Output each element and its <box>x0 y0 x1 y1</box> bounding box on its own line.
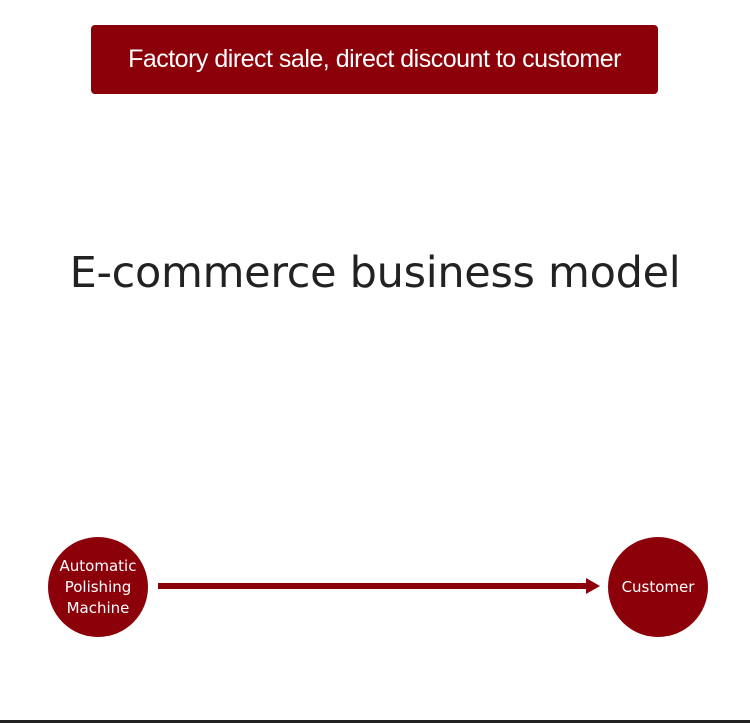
headline: E-commerce business model <box>69 248 681 298</box>
arrow-head <box>586 578 600 594</box>
source-node: Automatic Polishing Machine <box>48 537 148 637</box>
target-node: Customer <box>608 537 708 637</box>
flow-arrow <box>158 578 600 594</box>
arrow-shaft <box>158 583 586 589</box>
target-node-label: Customer <box>621 577 695 596</box>
banner-text: Factory direct sale, direct discount to … <box>128 45 621 73</box>
source-node-line-1: Automatic <box>59 556 137 575</box>
source-node-label: Automatic Polishing Machine <box>60 556 137 619</box>
title-banner: Factory direct sale, direct discount to … <box>91 25 658 94</box>
source-node-line-2: Polishing <box>64 577 132 596</box>
source-node-line-3: Machine <box>66 598 130 617</box>
bottom-divider <box>0 720 750 723</box>
